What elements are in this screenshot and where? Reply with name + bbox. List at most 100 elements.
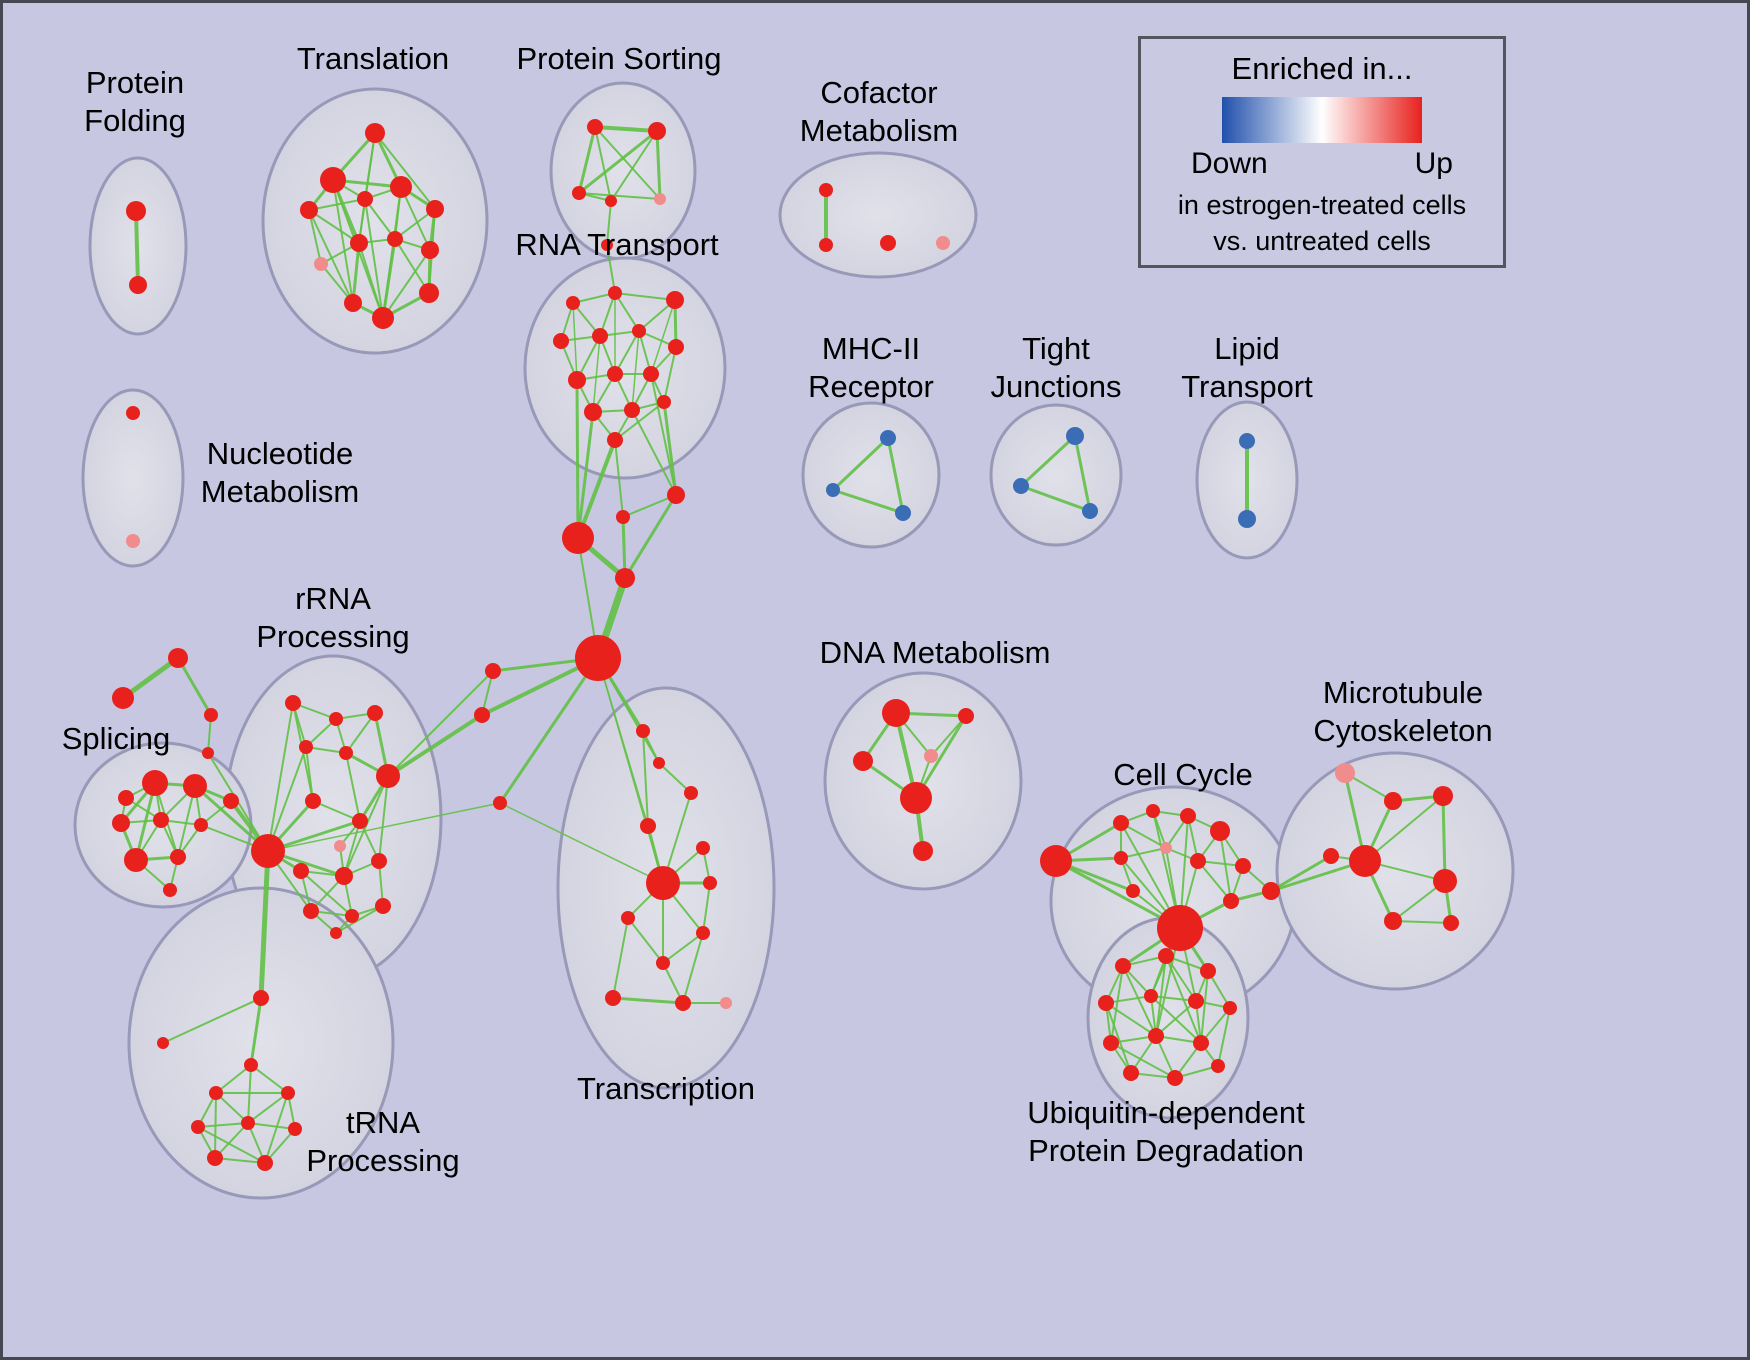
- network-edge: [308, 209, 322, 265]
- network-node: [607, 432, 623, 448]
- network-edge: [378, 775, 389, 862]
- network-edge: [1073, 434, 1092, 513]
- cluster-label-protein-sorting: Protein Sorting: [516, 41, 721, 76]
- network-edge: [631, 330, 640, 411]
- cluster-label-mhc-ii-receptor: MHC-II: [822, 331, 920, 366]
- network-node: [207, 1150, 223, 1166]
- network-node: [1235, 858, 1251, 874]
- network-edge: [655, 129, 662, 201]
- network-node: [616, 510, 630, 524]
- network-node: [654, 193, 666, 205]
- cluster-label-trna-processing: Processing: [306, 1143, 459, 1178]
- network-edge: [650, 373, 677, 496]
- cluster-label-protein-folding: Protein: [86, 65, 184, 100]
- network-node: [129, 276, 147, 294]
- network-node: [299, 740, 313, 754]
- cluster-label-nucleotide-metabolism: Nucleotide: [207, 436, 353, 471]
- network-node: [1160, 842, 1172, 854]
- network-edge: [176, 656, 213, 717]
- network-edge: [267, 702, 294, 852]
- network-node: [191, 1120, 205, 1134]
- cluster-label-translation: Translation: [297, 41, 449, 76]
- network-node: [314, 257, 328, 271]
- network-node: [958, 708, 974, 724]
- network-node: [251, 834, 285, 868]
- network-node: [474, 707, 490, 723]
- cluster-label-cofactor-metabolism: Cofactor: [820, 75, 937, 110]
- network-node: [575, 635, 621, 681]
- network-node: [882, 699, 910, 727]
- network-edge: [1019, 434, 1077, 488]
- network-edge: [662, 400, 678, 497]
- network-node: [350, 234, 368, 252]
- network-node: [667, 486, 685, 504]
- network-edge: [572, 292, 616, 304]
- network-node: [936, 236, 950, 250]
- network-edge: [1217, 1007, 1231, 1067]
- network-node: [330, 927, 342, 939]
- legend-down-label: Down: [1191, 147, 1268, 180]
- network-edge: [267, 802, 501, 852]
- network-edge: [1269, 854, 1333, 893]
- network-node: [1115, 958, 1131, 974]
- network-node: [1126, 884, 1140, 898]
- network-node: [607, 366, 623, 382]
- network-node: [640, 818, 656, 834]
- cluster-label-lipid-transport: Transport: [1181, 369, 1313, 404]
- network-edge: [215, 1092, 249, 1124]
- network-node: [112, 687, 134, 709]
- network-node: [1200, 963, 1216, 979]
- network-node: [320, 167, 346, 193]
- network-node: [880, 235, 896, 251]
- network-node: [1113, 815, 1129, 831]
- network-edge: [332, 179, 354, 304]
- network-node: [900, 782, 932, 814]
- network-node: [703, 876, 717, 890]
- network-node: [826, 483, 840, 497]
- network-node: [112, 814, 130, 832]
- network-node: [924, 749, 938, 763]
- network-node: [608, 286, 622, 300]
- network-edge: [400, 186, 431, 251]
- network-edge: [499, 802, 664, 884]
- network-node: [300, 201, 318, 219]
- network-node: [426, 200, 444, 218]
- network-node: [621, 911, 635, 925]
- network-edge: [1155, 1000, 1197, 1037]
- network-node: [163, 883, 177, 897]
- cluster-label-splicing: Splicing: [62, 721, 171, 756]
- cluster-label-nucleotide-metabolism: Metabolism: [201, 474, 360, 509]
- network-node: [387, 231, 403, 247]
- network-edge: [343, 820, 361, 877]
- legend-title: Enriched in...: [1231, 51, 1413, 86]
- network-edge: [702, 882, 711, 934]
- legend-caption-line1: in estrogen-treated cells: [1177, 190, 1467, 220]
- network-node: [1349, 845, 1381, 877]
- network-node: [1146, 804, 1160, 818]
- network-node: [1157, 905, 1203, 951]
- network-edge: [576, 438, 617, 540]
- network-node: [562, 522, 594, 554]
- network-edge: [614, 439, 624, 518]
- cluster-label-rrna-processing: Processing: [256, 619, 409, 654]
- network-node: [666, 291, 684, 309]
- network-node: [656, 956, 670, 970]
- network-edge: [611, 996, 685, 1005]
- cluster-label-ubiquitin-degradation: Ubiquitin-dependent: [1027, 1095, 1305, 1130]
- network-node: [303, 903, 319, 919]
- network-edge: [358, 242, 384, 319]
- network-node: [653, 757, 665, 769]
- network-edge: [682, 932, 704, 1004]
- network-node: [1443, 915, 1459, 931]
- network-node: [194, 818, 208, 832]
- network-node: [357, 191, 373, 207]
- network-node: [696, 926, 710, 940]
- network-node: [241, 1116, 255, 1130]
- network-node: [288, 1122, 302, 1136]
- network-edge: [622, 494, 677, 518]
- network-edge: [1105, 1002, 1157, 1037]
- network-node: [1180, 808, 1196, 824]
- network-edge: [247, 1092, 289, 1124]
- network-edge: [1019, 484, 1092, 513]
- network-edge: [572, 302, 578, 381]
